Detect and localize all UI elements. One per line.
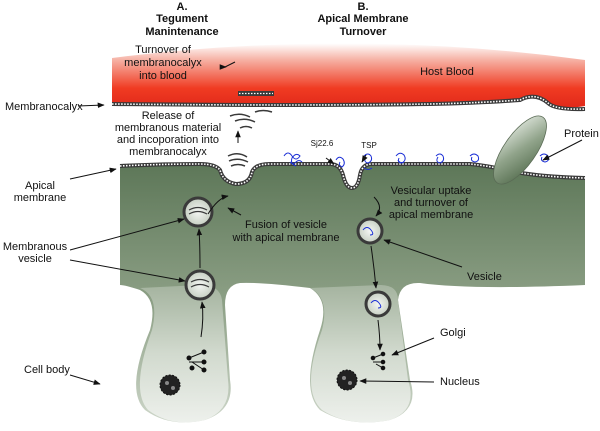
shed-membrane-fragment	[238, 91, 274, 96]
surface-protein-structure	[493, 115, 547, 185]
host-blood-region	[112, 43, 585, 108]
label-vesicular-line2: and turnover of	[394, 197, 469, 209]
golgi-right	[370, 351, 386, 371]
label-turnover-line3: into blood	[139, 70, 187, 82]
label-apical-line1: Apical	[25, 180, 55, 192]
header-b-line2: Turnover	[340, 26, 388, 38]
header-b-line1: Apical Membrane	[317, 13, 408, 25]
label-turnover-line2: membranocalyx	[124, 57, 202, 69]
label-turnover-line1: Turnover of	[135, 44, 192, 56]
label-tsp: TSP	[361, 141, 377, 150]
label-vesicular-line3: apical membrane	[389, 209, 473, 221]
label-membranous-line2: vesicle	[18, 253, 52, 265]
label-fusion-line2: with apical membrane	[232, 232, 340, 244]
golgi-left	[186, 349, 207, 373]
header-a-line2: Manintenance	[145, 26, 218, 38]
label-protein: Protein	[564, 128, 599, 140]
label-sj226: Sj22.6	[311, 139, 334, 148]
membranocalyx	[111, 94, 586, 112]
label-release-line4: membranocalyx	[129, 146, 207, 158]
nucleus-left	[159, 374, 181, 396]
released-membrane-fragments	[227, 109, 273, 167]
label-vesicular-line1: Vesicular uptake	[391, 185, 472, 197]
membranous-vesicle-upper	[182, 196, 214, 228]
label-host-blood: Host Blood	[420, 66, 474, 78]
header-a-letter: A.	[177, 1, 188, 13]
label-fusion-line1: Fusion of vesicle	[245, 219, 327, 231]
vesicle-lower	[364, 290, 392, 318]
label-pointer-arrows	[69, 102, 583, 385]
label-golgi: Golgi	[440, 327, 466, 339]
process-arrows	[196, 61, 383, 351]
label-cell-body: Cell body	[24, 364, 70, 376]
header-a-line1: Tegument	[156, 13, 208, 25]
apical-membrane	[119, 161, 586, 191]
nucleus-right	[336, 369, 358, 391]
label-vesicle: Vesicle	[467, 271, 502, 283]
label-release-line1: Release of	[142, 110, 196, 122]
label-release-line2: membranous material	[115, 122, 221, 134]
label-membranocalyx: Membranocalyx	[5, 101, 83, 113]
label-release-line3: and incoporation into	[117, 134, 219, 146]
membranous-vesicle-lower	[184, 269, 216, 301]
label-nucleus: Nucleus	[440, 376, 480, 388]
label-membranous-line1: Membranous	[3, 241, 68, 253]
header-b-letter: B.	[358, 1, 369, 13]
cell-body-stalk-right	[310, 285, 411, 423]
vesicle-upper	[356, 217, 384, 245]
label-apical-line2: membrane	[14, 192, 67, 204]
